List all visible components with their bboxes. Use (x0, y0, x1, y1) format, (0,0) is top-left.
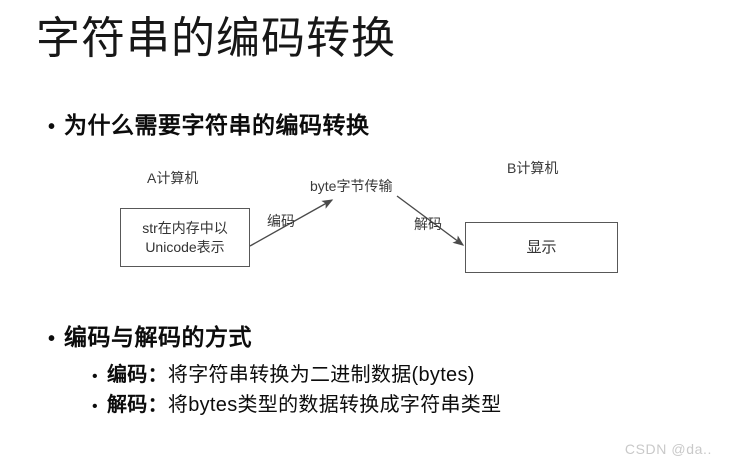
sub-bullet-decode: • 解码： 将bytes类型的数据转换成字符串类型 (92, 388, 501, 417)
memory-unicode-line-1: str在内存中以 (142, 219, 228, 236)
bullet-marker-icon: • (48, 116, 56, 138)
sub-bullet-encode-text: 将字符串转换为二进制数据(bytes) (167, 364, 475, 386)
bullet-why-encoding-label: 为什么需要字符串的编码转换 (64, 112, 370, 138)
sub-bullet-decode-text: 将bytes类型的数据转换成字符串类型 (167, 394, 502, 416)
bullet-marker-icon: • (48, 328, 56, 350)
display-box: 显示 (465, 222, 618, 273)
computer-b-label: B计算机 (507, 160, 559, 176)
page-title: 字符串的编码转换 (36, 14, 396, 63)
byte-transport-label: byte字节传输 (310, 178, 393, 194)
sub-bullet-marker-icon: • (92, 368, 98, 385)
display-box-label: 显示 (526, 239, 557, 256)
sub-bullet-marker-icon: • (92, 398, 98, 415)
csdn-watermark: CSDN @da.. (624, 441, 712, 457)
sub-bullet-encode-lead: 编码： (107, 364, 168, 386)
encode-arrow-label: 编码 (267, 213, 295, 229)
encode-arrow (249, 199, 334, 247)
bullet-why-encoding: • 为什么需要字符串的编码转换 (48, 106, 370, 140)
sub-bullet-encode: • 编码： 将字符串转换为二进制数据(bytes) (92, 358, 475, 387)
computer-a-label: A计算机 (147, 170, 199, 186)
decode-arrow-label: 解码 (414, 216, 442, 232)
decode-arrow (396, 195, 465, 246)
bullet-encode-decode-ways: • 编码与解码的方式 (48, 318, 252, 352)
bullet-encode-decode-ways-label: 编码与解码的方式 (64, 324, 252, 350)
memory-unicode-line-2: Unicode表示 (145, 238, 225, 255)
sub-bullet-decode-lead: 解码： (107, 394, 168, 416)
memory-unicode-box: str在内存中以 Unicode表示 (120, 208, 250, 267)
